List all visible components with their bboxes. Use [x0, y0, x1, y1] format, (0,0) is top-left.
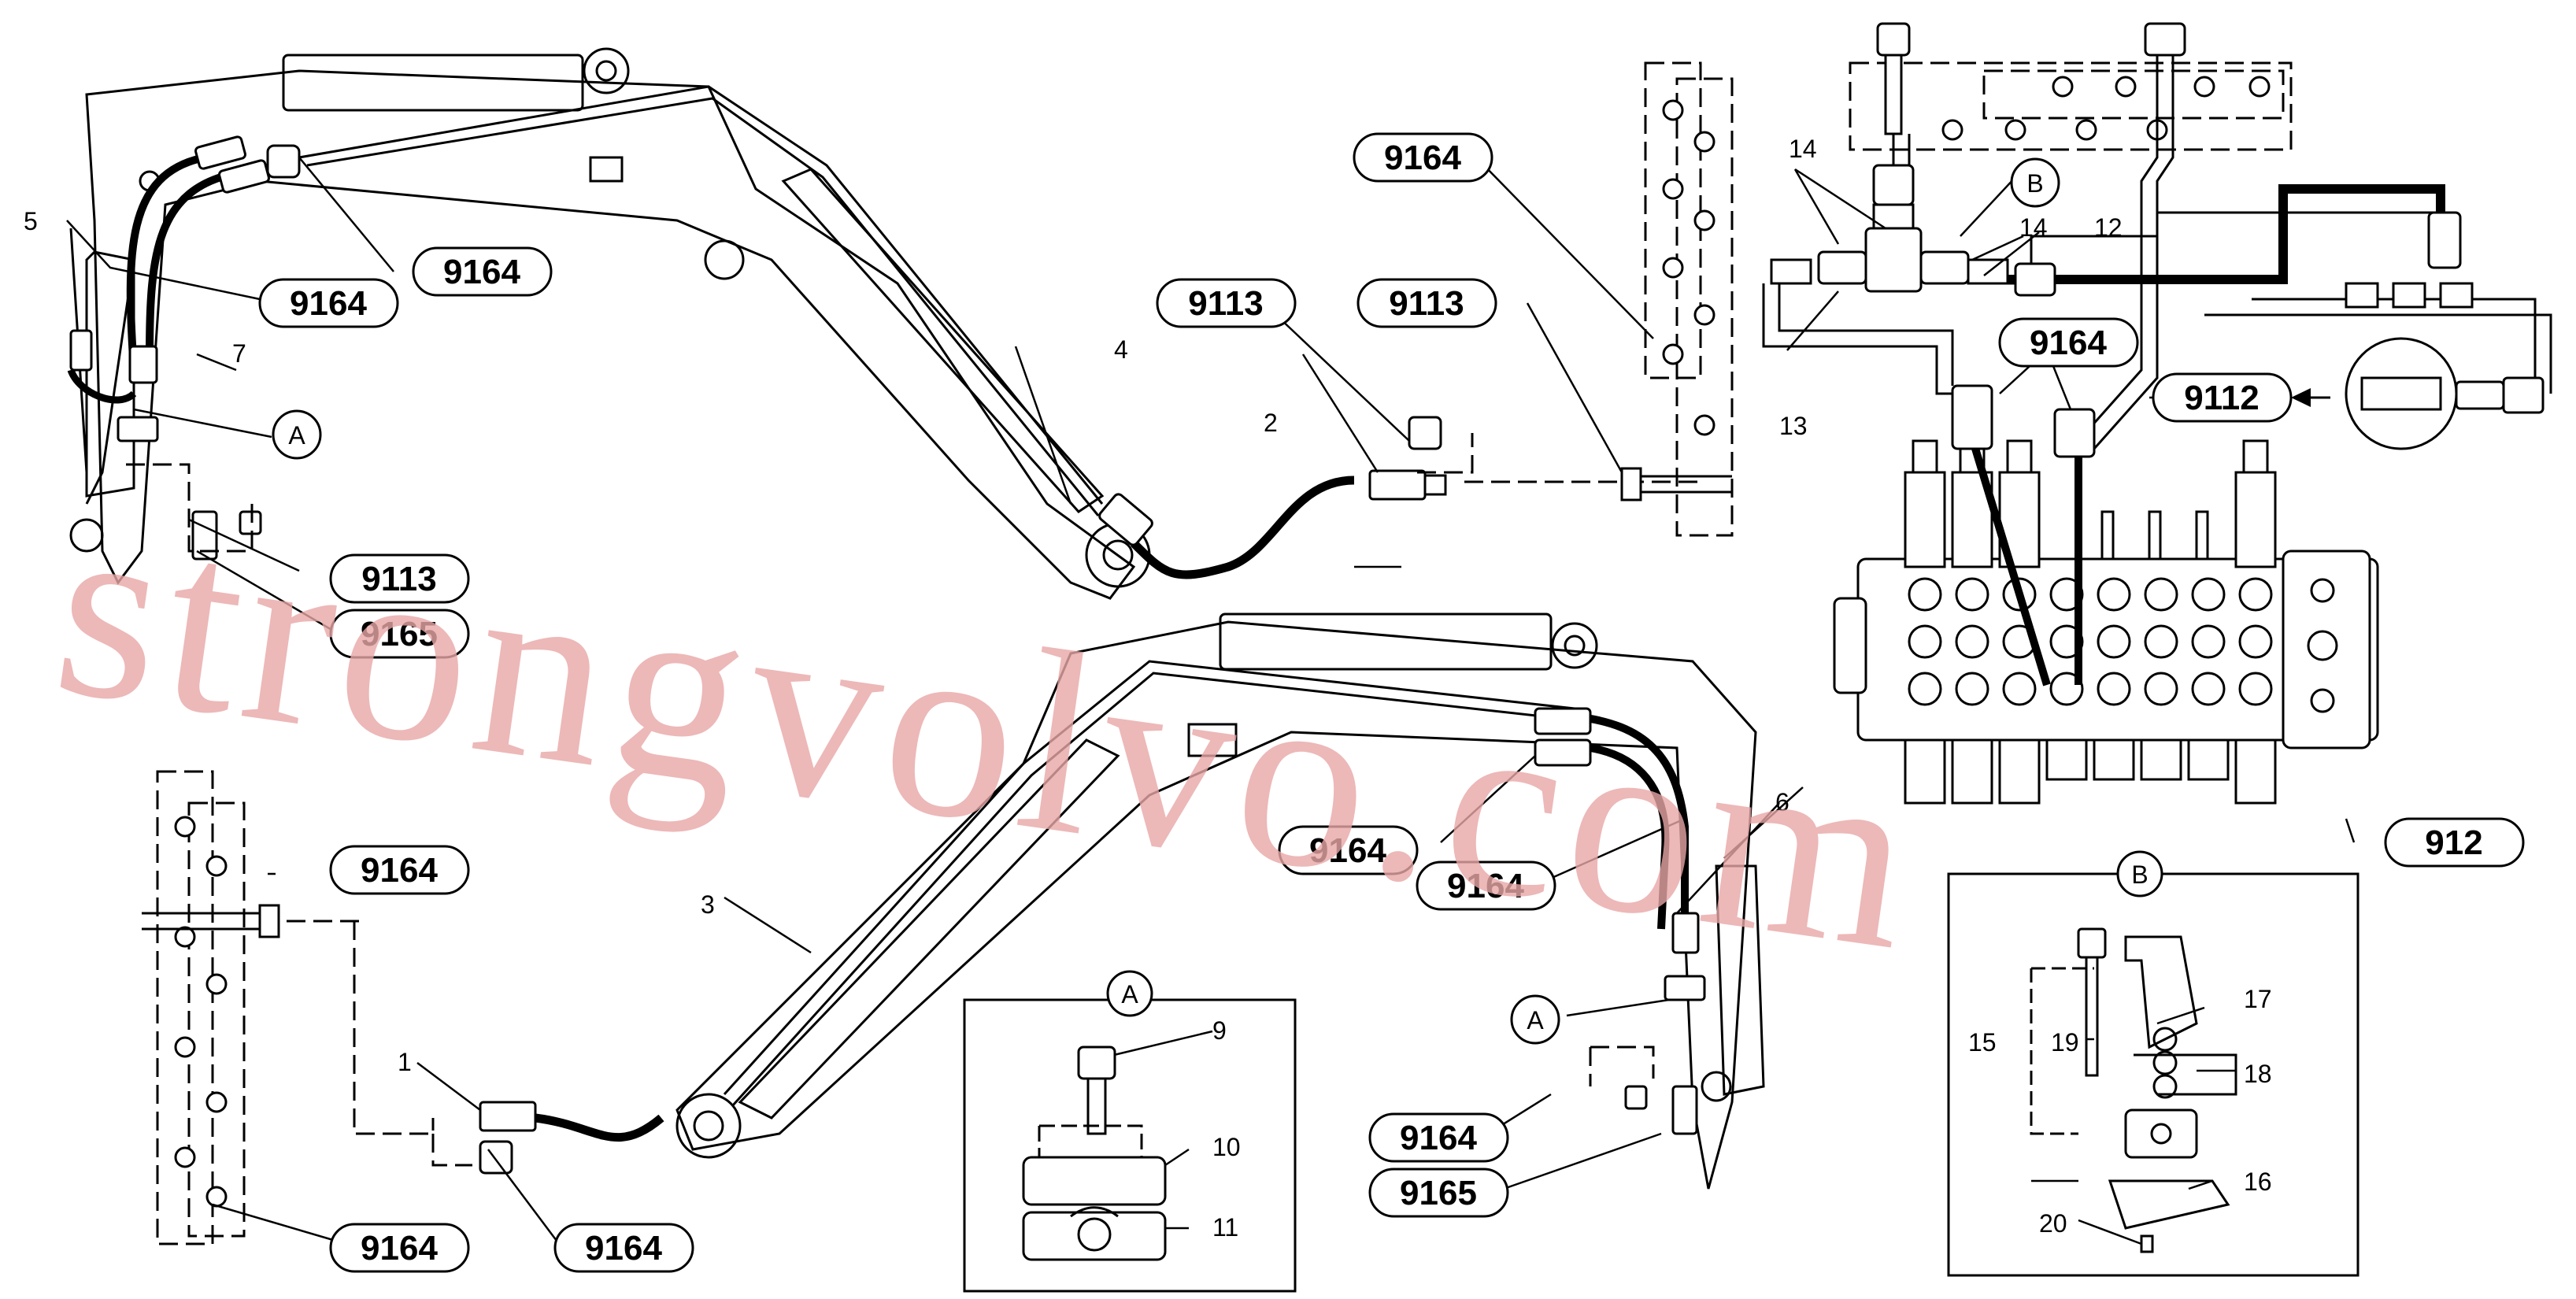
part-pill-9164-e: 9164: [1278, 825, 1419, 875]
callout-19: 19: [2051, 1028, 2079, 1057]
bracket-pipes: [142, 467, 1732, 938]
part-label: 9164: [1309, 831, 1386, 870]
part-pill-912: 912: [2384, 817, 2525, 868]
part-pill-9112: 9112: [2152, 372, 2293, 423]
callout-2: 2: [1264, 409, 1278, 437]
top-right-fittings: [1770, 22, 2545, 458]
upper-hoses: [67, 85, 1355, 579]
detail-ref-a-lower: A: [1510, 994, 1560, 1045]
part-pill-9113-a: 9113: [1156, 278, 1297, 328]
part-pill-9164-h: 9164: [329, 1223, 470, 1273]
detail-ref-a-upper: A: [272, 409, 322, 460]
part-pill-9164-f: 9164: [1416, 860, 1556, 911]
part-pill-9164-j: 9164: [1368, 1112, 1509, 1163]
bracket-holes: [174, 76, 2271, 1208]
arrow-9112: [2291, 388, 2330, 407]
part-pill-9164-a: 9164: [258, 278, 399, 328]
part-label: 9164: [2030, 324, 2107, 362]
detail-box-a: [963, 998, 1297, 1293]
part-label: 9165: [1400, 1174, 1477, 1212]
callout-1: 1: [398, 1048, 412, 1076]
upper-boom-assembly: [69, 47, 1151, 600]
detail-ref-b-box: B: [2116, 850, 2163, 897]
callout-10: 10: [1212, 1133, 1241, 1161]
part-label: 9164: [1447, 867, 1524, 905]
part-label: 9164: [1400, 1119, 1477, 1157]
svg-text:B: B: [2131, 860, 2148, 889]
callout-3: 3: [701, 890, 715, 919]
part-label: 9112: [2184, 379, 2259, 417]
part-label: 9113: [1188, 284, 1263, 323]
callout-5: 5: [24, 207, 38, 235]
svg-text:A: A: [1121, 980, 1138, 1008]
part-pill-9113-b: 9113: [1356, 278, 1497, 328]
dashed-brackets: [126, 61, 2293, 1245]
detail-ref-b-top: B: [2010, 157, 2060, 208]
part-pill-9164-d: 9164: [1998, 317, 2139, 368]
part-pill-9164-g: 9164: [329, 845, 470, 895]
part-label: 9164: [443, 253, 520, 291]
callout-15: 15: [1968, 1028, 1997, 1057]
callout-7: 7: [232, 339, 246, 368]
callout-12: 12: [2094, 213, 2123, 242]
part-pill-9164-i: 9164: [553, 1223, 694, 1273]
detail-box-b: [1947, 872, 2359, 1277]
part-label: 9165: [361, 615, 438, 653]
callout-20: 20: [2039, 1209, 2067, 1238]
svg-text:A: A: [1527, 1006, 1544, 1034]
part-pill-9113-c: 9113: [329, 553, 470, 604]
part-label: 9164: [361, 1229, 438, 1268]
svg-text:B: B: [2026, 169, 2043, 198]
control-valve-block: [1833, 439, 2379, 805]
callout-13: 13: [1779, 412, 1808, 440]
part-label: 9113: [361, 560, 436, 598]
part-label: 9164: [361, 851, 438, 890]
callout-6: 6: [1775, 788, 1790, 816]
part-label: 9164: [290, 284, 367, 323]
callout-9: 9: [1212, 1016, 1227, 1045]
part-pill-9164-c: 9164: [1353, 132, 1493, 183]
part-label: 9113: [1389, 284, 1464, 323]
callout-11: 11: [1212, 1213, 1238, 1242]
callout-17: 17: [2244, 985, 2272, 1013]
part-label: 9164: [1384, 139, 1461, 177]
svg-text:A: A: [288, 421, 305, 450]
part-label: 9164: [585, 1229, 662, 1268]
callout-14a: 14: [1789, 135, 1817, 163]
part-pill-9164-b: 9164: [412, 246, 553, 297]
part-pill-9165-a: 9165: [329, 609, 470, 659]
callout-16: 16: [2244, 1168, 2272, 1196]
leader-lines: [66, 157, 2356, 1245]
item-callouts: 5 7 4 2 14 14 12 13 6 3 1 9 10 11 15 19 …: [24, 135, 2272, 1242]
lower-hoses: [535, 660, 1689, 1142]
callout-18: 18: [2244, 1060, 2272, 1088]
valve-spools: [1904, 439, 2277, 805]
lower-boom-assembly: [675, 612, 1765, 1190]
detail-ref-a-box: A: [1106, 970, 1153, 1017]
callout-14b: 14: [2019, 213, 2048, 242]
upper-fittings: [69, 135, 1447, 561]
callout-4: 4: [1114, 335, 1128, 364]
part-pill-9165-b: 9165: [1368, 1168, 1509, 1218]
part-label: 912: [2425, 823, 2482, 862]
